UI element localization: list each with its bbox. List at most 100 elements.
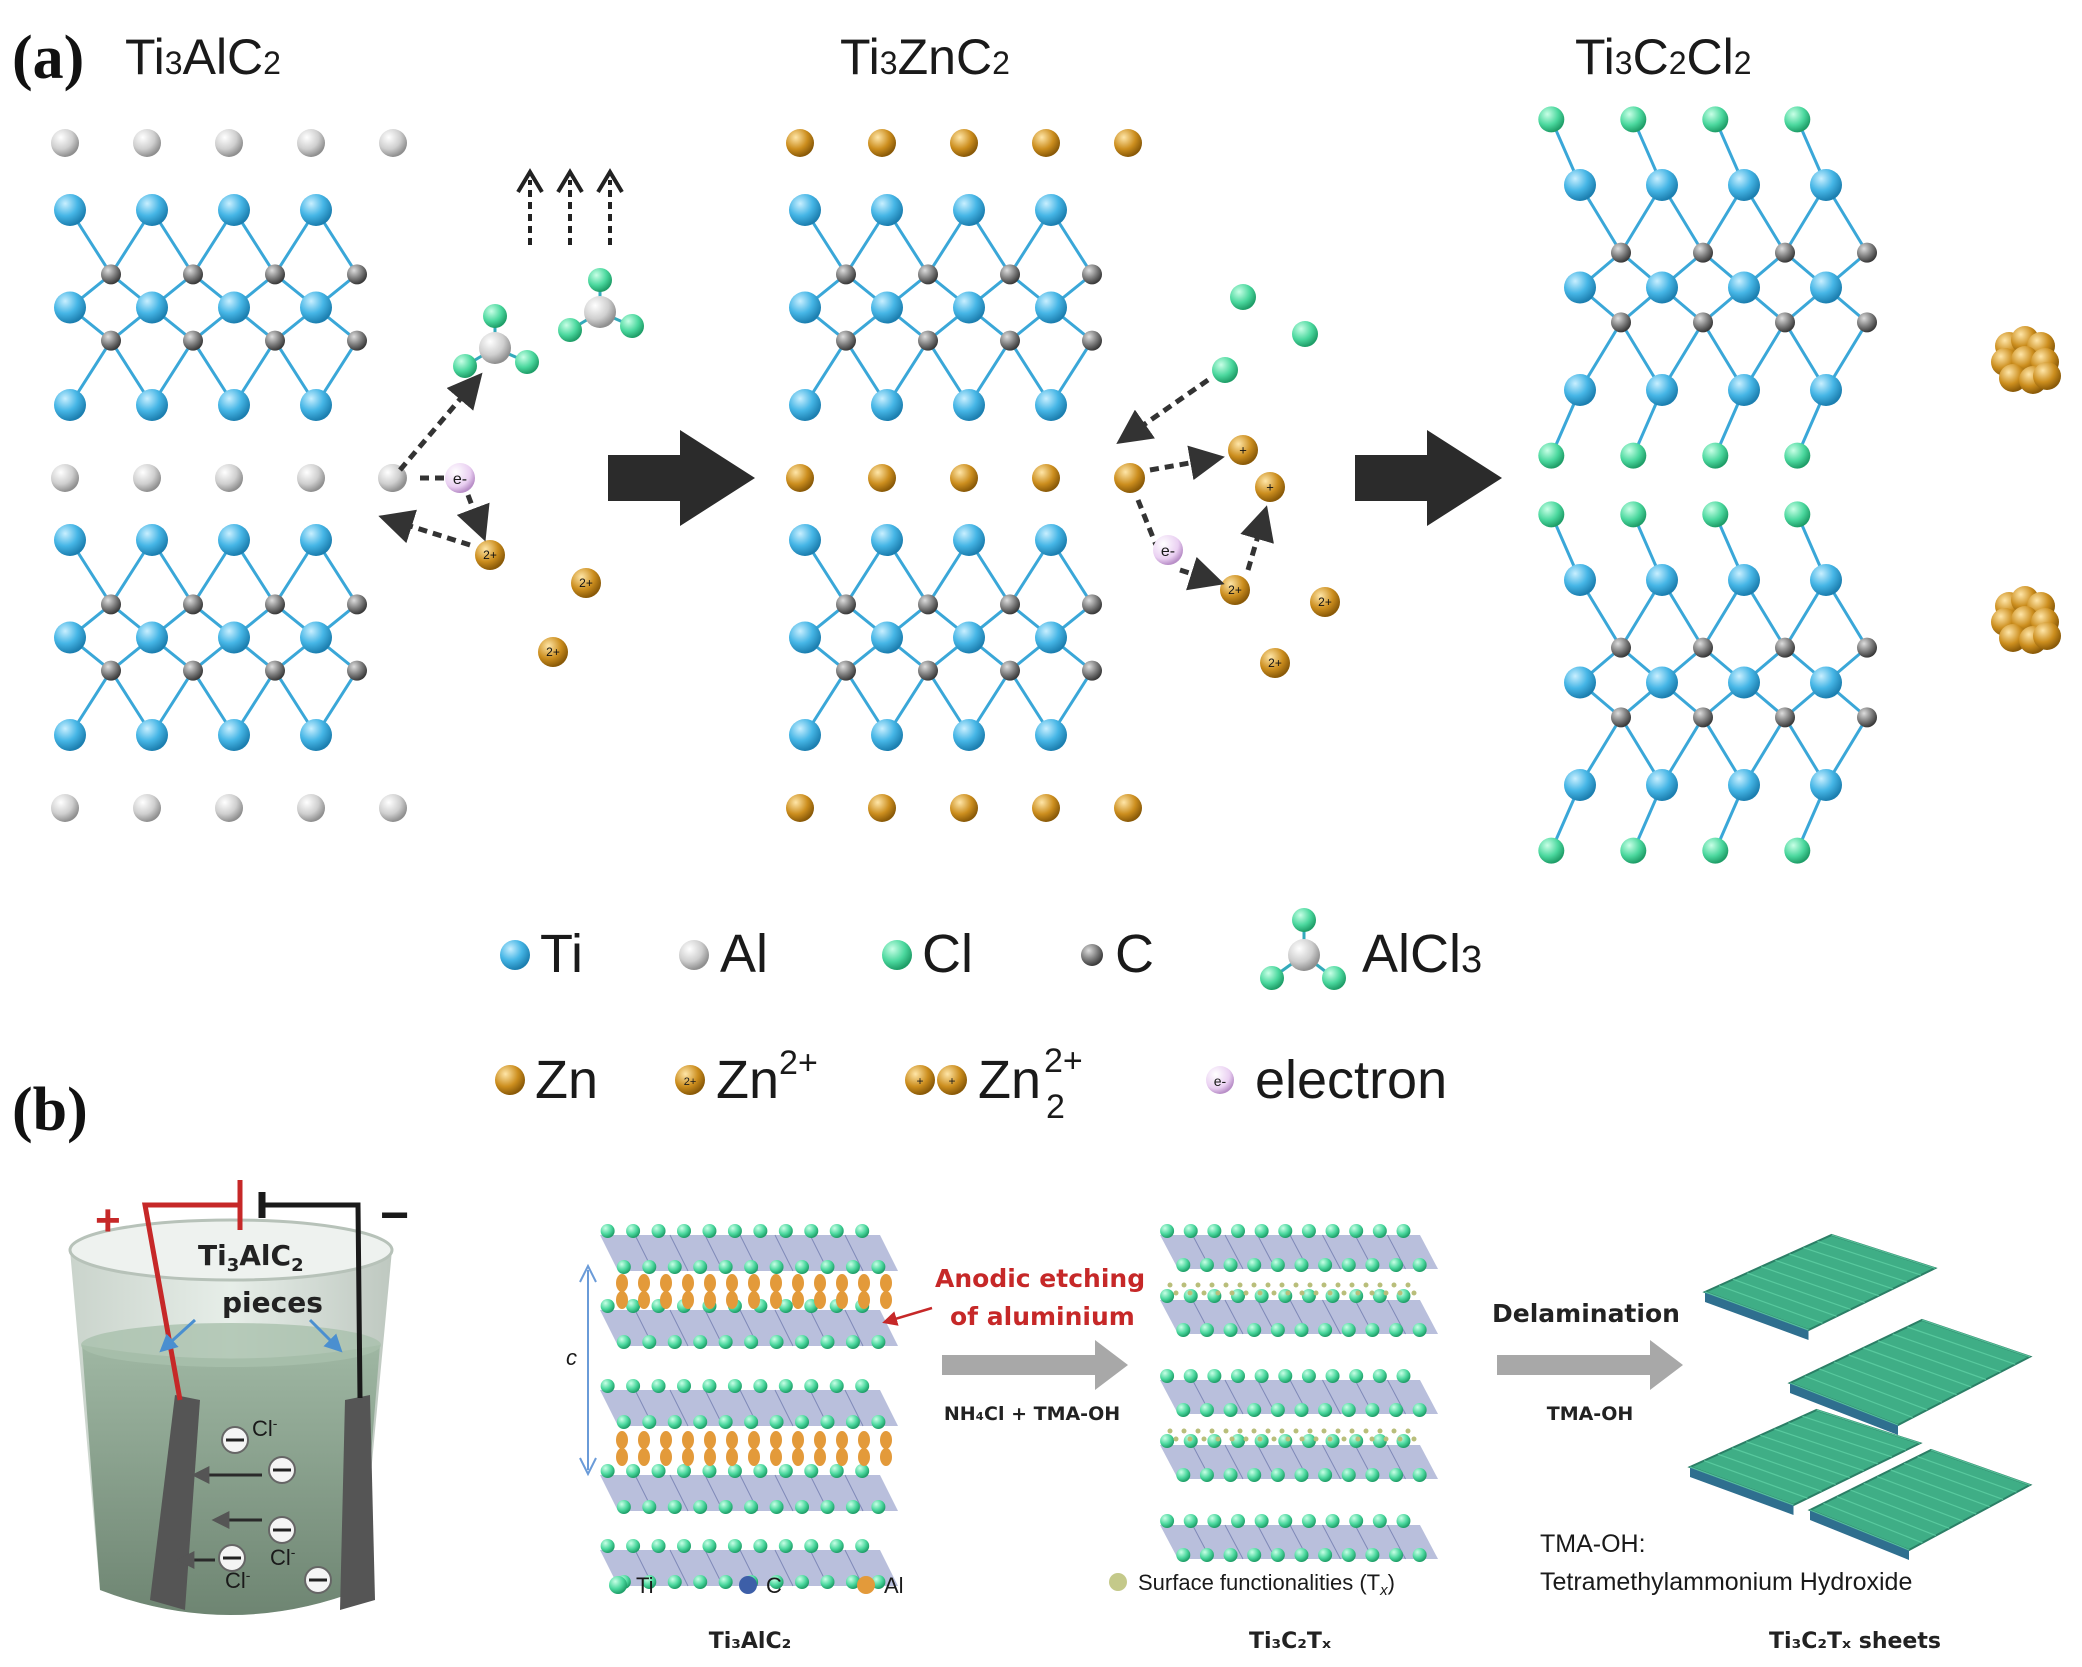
svg-text:2+: 2+ — [546, 645, 560, 659]
ti-atom — [1035, 621, 1067, 654]
ti-atom — [54, 291, 86, 324]
ti3c2tx-layer — [1160, 1434, 1438, 1482]
svg-text:Cl-: Cl- — [225, 1567, 251, 1593]
c-atom — [1611, 637, 1631, 658]
c-atom — [1000, 330, 1020, 351]
zn-dimer-atom: + — [1255, 472, 1285, 502]
zn-atom — [786, 129, 814, 157]
zn-atom — [786, 464, 814, 492]
tma-def-2: Tetramethylammonium Hydroxide — [1540, 1568, 1912, 1596]
cl-atom — [1538, 837, 1565, 864]
cl-atom — [1702, 501, 1729, 528]
al-atom — [51, 794, 79, 822]
c-atom — [183, 264, 203, 285]
ti3c2-layer — [789, 524, 1102, 751]
reaction-arrows-2 — [1116, 377, 1274, 591]
c-atom — [183, 594, 203, 615]
ti-atom — [789, 291, 821, 324]
delaminated-sheet — [1687, 1408, 1923, 1515]
escape-arrows — [528, 180, 612, 245]
svg-text:Cl: Cl — [922, 924, 973, 984]
ti-atom — [1646, 374, 1678, 406]
ti-atom — [1728, 564, 1760, 596]
zn-cluster — [1991, 326, 2061, 394]
ti-atom — [300, 389, 332, 421]
ti-atom — [1728, 769, 1760, 801]
svg-text:+: + — [1266, 480, 1274, 495]
tma-def-1: TMA-OH: — [1540, 1530, 1646, 1558]
ti-atom — [1728, 169, 1760, 201]
ti-atom — [789, 194, 821, 226]
zn2-ion: 2+ — [475, 540, 505, 570]
ti-atom — [136, 194, 168, 226]
ti3c2tx-layer — [1160, 1289, 1438, 1337]
cell-ti3alc2-label: Ti3AlC2 — [198, 1239, 304, 1276]
c-atom — [1693, 242, 1713, 263]
process-arrow-1 — [608, 430, 755, 526]
zn-atom-row — [786, 129, 1142, 157]
svg-text:2+: 2+ — [1268, 656, 1282, 670]
ti-atom — [1810, 666, 1842, 699]
c-axis: c — [566, 1263, 597, 1477]
ti-atom — [1810, 769, 1842, 801]
zn-cluster — [1991, 586, 2061, 654]
alcl3-molecule — [558, 268, 644, 342]
ti-atom — [218, 524, 250, 556]
delaminated-sheet — [1702, 1233, 1938, 1340]
al-atom — [378, 464, 406, 492]
c-atom — [1857, 312, 1877, 333]
panel-b-label: (b) — [12, 1076, 88, 1144]
zn-atom — [786, 794, 814, 822]
zn-atom — [950, 464, 978, 492]
surface-functionalities — [1167, 1282, 1417, 1442]
ti-atom — [300, 524, 332, 556]
ti-atom — [871, 719, 903, 751]
legend-al: Al — [679, 924, 768, 984]
ti-atom — [871, 389, 903, 421]
ti-atom — [1646, 769, 1678, 801]
caption-ti3c2tx: Ti₃C₂Tₓ — [1249, 1629, 1331, 1654]
cl-atom — [1784, 106, 1811, 133]
svg-text:2+: 2+ — [579, 576, 593, 590]
al-atom — [297, 794, 325, 822]
legend-zn2plus: 2+ Zn2+ — [675, 1044, 818, 1110]
svg-text:e-: e- — [1161, 543, 1175, 560]
svg-text:TMA-OH: TMA-OH — [1547, 1403, 1634, 1425]
c-atom — [918, 594, 938, 615]
c-atom — [347, 264, 367, 285]
svg-text:Surface functionalities (Tx): Surface functionalities (Tx) — [1138, 1570, 1395, 1599]
cl-atom — [1538, 106, 1565, 133]
al-atom — [379, 794, 407, 822]
c-atom — [183, 660, 203, 681]
ti-atom — [1810, 271, 1842, 304]
al-row-b — [616, 1291, 892, 1309]
c-atom — [1775, 707, 1795, 728]
svg-text:Al: Al — [884, 1573, 904, 1598]
ti3c2-layer — [54, 194, 367, 421]
cl-atom — [1230, 284, 1256, 310]
c-atom — [918, 660, 938, 681]
zn-atom — [1114, 794, 1142, 822]
ti-atom — [789, 621, 821, 654]
c-atom — [265, 264, 285, 285]
al-atom — [51, 464, 79, 492]
legend-zn2-dimer: + + Zn 2+ 2 — [905, 1042, 1083, 1126]
c-atom — [1693, 707, 1713, 728]
legend-electron: e- electron — [1206, 1050, 1447, 1110]
c-atom — [101, 660, 121, 681]
cl-atom — [1784, 837, 1811, 864]
electrochemical-cell: + − Ti3AlC2 pieces Cl- Cl- Cl- — [68, 1180, 409, 1615]
c-atom — [265, 594, 285, 615]
ti-atom — [1810, 374, 1842, 406]
ti-atom — [1564, 769, 1596, 801]
c-atom — [347, 330, 367, 351]
cathode — [340, 1395, 375, 1610]
zn-atom — [868, 464, 896, 492]
c-atom — [1775, 637, 1795, 658]
ti-atom — [300, 621, 332, 654]
ti3c2-layer — [54, 524, 367, 751]
c-atom — [1082, 264, 1102, 285]
c-atom — [1857, 242, 1877, 263]
svg-text:c: c — [566, 1345, 577, 1370]
svg-text:Zn: Zn — [978, 1050, 1041, 1110]
